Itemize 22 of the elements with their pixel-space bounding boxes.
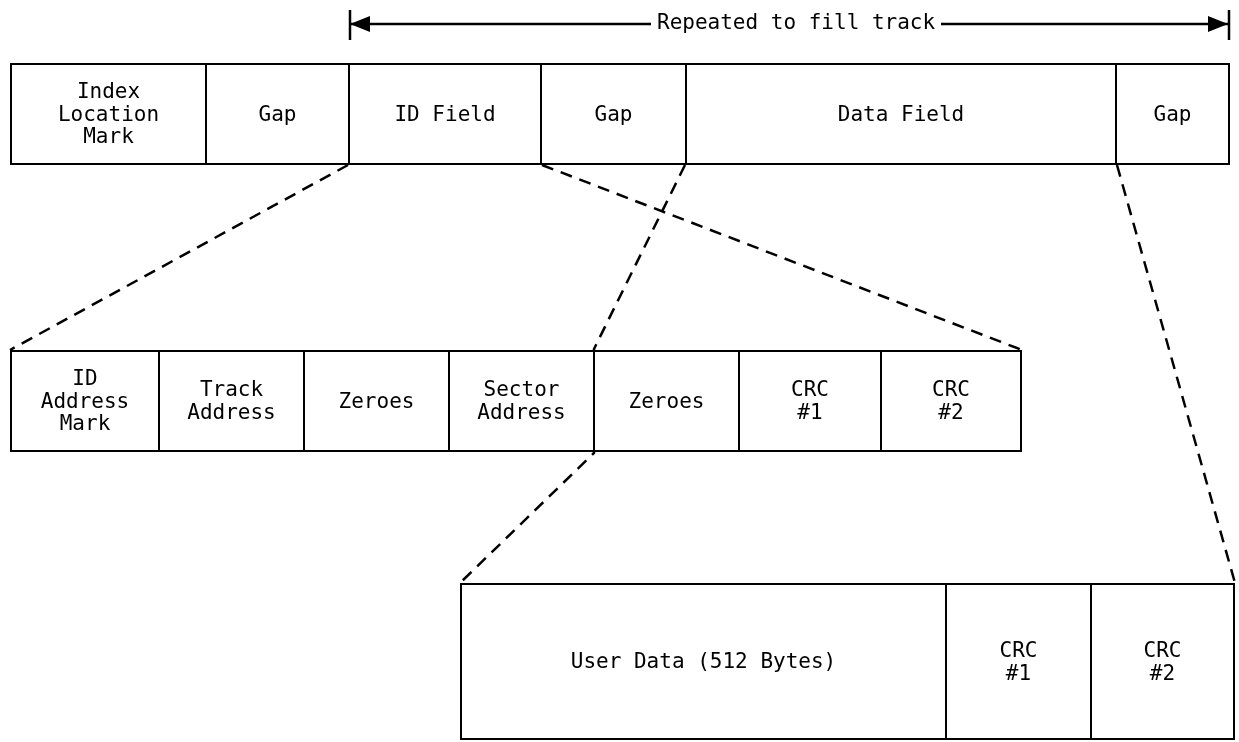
field-label: ID Field	[394, 102, 496, 126]
field-label: Data Field	[837, 102, 965, 126]
field-label: Gap	[1153, 102, 1192, 126]
field-label: ID Address Mark	[39, 367, 131, 435]
track-field-box	[1090, 583, 1235, 740]
field-label: User Data (512 Bytes)	[570, 650, 837, 673]
field-label: CRC #2	[1142, 638, 1183, 685]
field-label: CRC #1	[998, 638, 1039, 685]
track-field-box	[945, 583, 1092, 740]
dashed-expansion-line	[1115, 164, 1237, 584]
dashed-expansion-line	[541, 163, 1023, 352]
field-label: Track Address	[186, 378, 277, 424]
field-label: Gap	[258, 102, 297, 126]
field-label: Zeroes	[338, 389, 415, 413]
dimension-label: Repeated to fill track	[651, 10, 942, 34]
field-label: CRC #1	[790, 378, 830, 424]
field-label: Zeroes	[628, 389, 705, 413]
field-label: Index Location Mark	[56, 80, 161, 148]
field-label: Gap	[594, 102, 633, 126]
field-label: Sector Address	[476, 378, 567, 424]
field-label: CRC #2	[931, 378, 971, 424]
dashed-expansion-line	[9, 163, 349, 352]
